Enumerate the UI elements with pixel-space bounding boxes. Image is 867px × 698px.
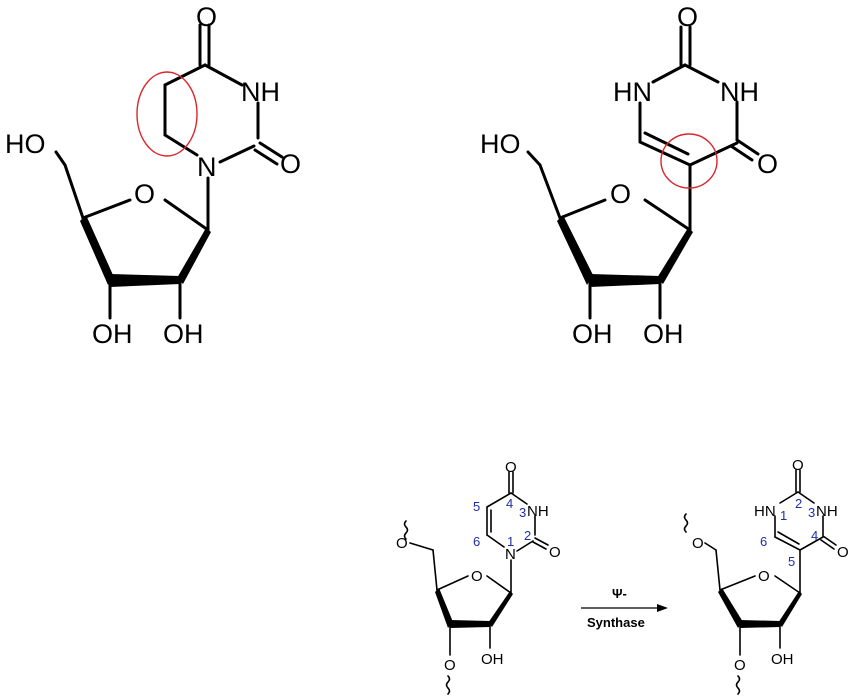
uridine-numbered-label-5: 5 <box>473 499 480 514</box>
pseudouridine-numbered-label-4: 4 <box>811 528 818 543</box>
pseudouridine-atom-hn: HN <box>613 77 652 107</box>
pseudouridine-numbered-wedge-bond <box>718 588 743 628</box>
uridine-wedge-bond <box>177 228 211 284</box>
pseudouridine-numbered-atom-oh: OH <box>771 651 794 668</box>
uridine-numbered-label-1: 1 <box>507 534 514 549</box>
uridine-numbered-label-3: 3 <box>519 505 526 520</box>
pseudouridine-atom-oh-right: OH <box>643 319 684 349</box>
uridine-numbered-atom-o-top: O <box>505 459 517 476</box>
uridine-atom-n1: N <box>197 152 217 182</box>
pseudouridine-numbered-atom-o5: O <box>692 535 704 552</box>
uridine-numbered-atom-oh: OH <box>481 651 504 668</box>
uridine-numbered-atom-n1: N <box>505 546 516 563</box>
uridine-numbered-wavy-bond <box>445 675 451 695</box>
uridine-numbered-bonds <box>403 471 549 695</box>
pseudouridine-numbered-wedge-bond <box>778 591 802 627</box>
pseudouridine-numbered-atom-o-top: O <box>792 457 804 474</box>
pseudouridine-atom-nh: NH <box>720 77 759 107</box>
uridine-numbered-label-4: 4 <box>506 496 513 511</box>
uridine-numbered-atom-o5: O <box>396 535 408 552</box>
uridine-numbered-wedge-bond <box>450 620 490 628</box>
pseudouridine-numbered-label-2: 2 <box>795 496 802 511</box>
pseudouridine-numbered-atom-o3: O <box>734 657 746 674</box>
pseudouridine-numbered-wavy-bond <box>683 513 689 533</box>
pseudouridine-numbered-atom-o-ring: O <box>758 568 770 585</box>
pseudouridine-atom-o-right: O <box>757 149 778 179</box>
reaction-arrow-head <box>657 604 668 612</box>
pseudouridine-numbered-label-1: 1 <box>780 508 787 523</box>
uridine-numbered-wedge-bond <box>488 591 513 627</box>
pseudouridine-numbered-label-6: 6 <box>760 534 767 549</box>
pseudouridine-numbered-atom-nh: NH <box>816 503 838 520</box>
pseudouridine-atom-o-top: O <box>677 2 698 32</box>
pseudouridine-structure: O HN NH O HO O OH OH <box>480 2 778 349</box>
pseudouridine-atom-ho: HO <box>480 129 521 159</box>
pseudouridine-numbered-label-5: 5 <box>788 554 795 569</box>
reaction-label-synthase: Synthase <box>587 615 645 630</box>
pseudouridine-numbered-label-3: 3 <box>808 505 815 520</box>
uridine-numbered-label-2: 2 <box>524 528 531 543</box>
uridine-wedge-bond <box>110 274 180 287</box>
pseudouridine-numbered-structure: O HN NH O O O O OH 1 2 3 4 5 6 <box>683 457 849 695</box>
pseudouridine-numbered-wavy-bond <box>735 675 741 695</box>
uridine-highlight-circle <box>136 71 198 157</box>
uridine-atom-nh: NH <box>241 77 280 107</box>
reaction-arrow: Ψ- Synthase <box>581 586 668 630</box>
pseudouridine-bonds <box>526 25 760 320</box>
pseudouridine-highlight-circle <box>660 133 718 189</box>
uridine-numbered-label-6: 6 <box>473 534 480 549</box>
pseudouridine-numbered-wedge-bond <box>740 620 780 628</box>
uridine-numbered-wavy-bond <box>403 520 409 540</box>
uridine-atom-o-ring: O <box>134 179 155 209</box>
uridine-numbered-atom-o-right: O <box>549 544 561 561</box>
pseudouridine-wedge-bond <box>590 274 660 287</box>
uridine-atom-o-top: O <box>196 2 217 32</box>
uridine-atom-o-right: O <box>280 149 301 179</box>
reaction-label-psi: Ψ- <box>612 586 627 601</box>
uridine-numbered-structure: O NH O N O O O OH 1 2 3 4 5 6 <box>396 459 561 695</box>
uridine-numbered-atom-o-ring: O <box>471 568 483 585</box>
pseudouridine-atom-o-ring: O <box>610 179 631 209</box>
pseudouridine-wedge-bond <box>657 228 693 284</box>
pseudouridine-numbered-atom-hn: HN <box>754 503 776 520</box>
uridine-numbered-atom-o3: O <box>444 657 456 674</box>
uridine-atom-ho: HO <box>5 129 46 159</box>
uridine-atom-oh-left: OH <box>92 319 133 349</box>
uridine-numbered-atom-nh: NH <box>527 503 549 520</box>
pseudouridine-numbered-bonds <box>683 469 837 695</box>
pseudouridine-numbered-atom-o-right: O <box>837 544 849 561</box>
uridine-numbered-wedge-bond <box>435 588 453 628</box>
pseudouridine-wedge-bond <box>557 215 593 285</box>
pseudouridine-atom-oh-left: OH <box>572 319 613 349</box>
uridine-bonds <box>54 23 284 320</box>
uridine-wedge-bond <box>80 215 113 285</box>
uridine-atom-oh-right: OH <box>163 319 204 349</box>
uridine-structure: O NH O N HO O OH OH <box>5 2 301 349</box>
